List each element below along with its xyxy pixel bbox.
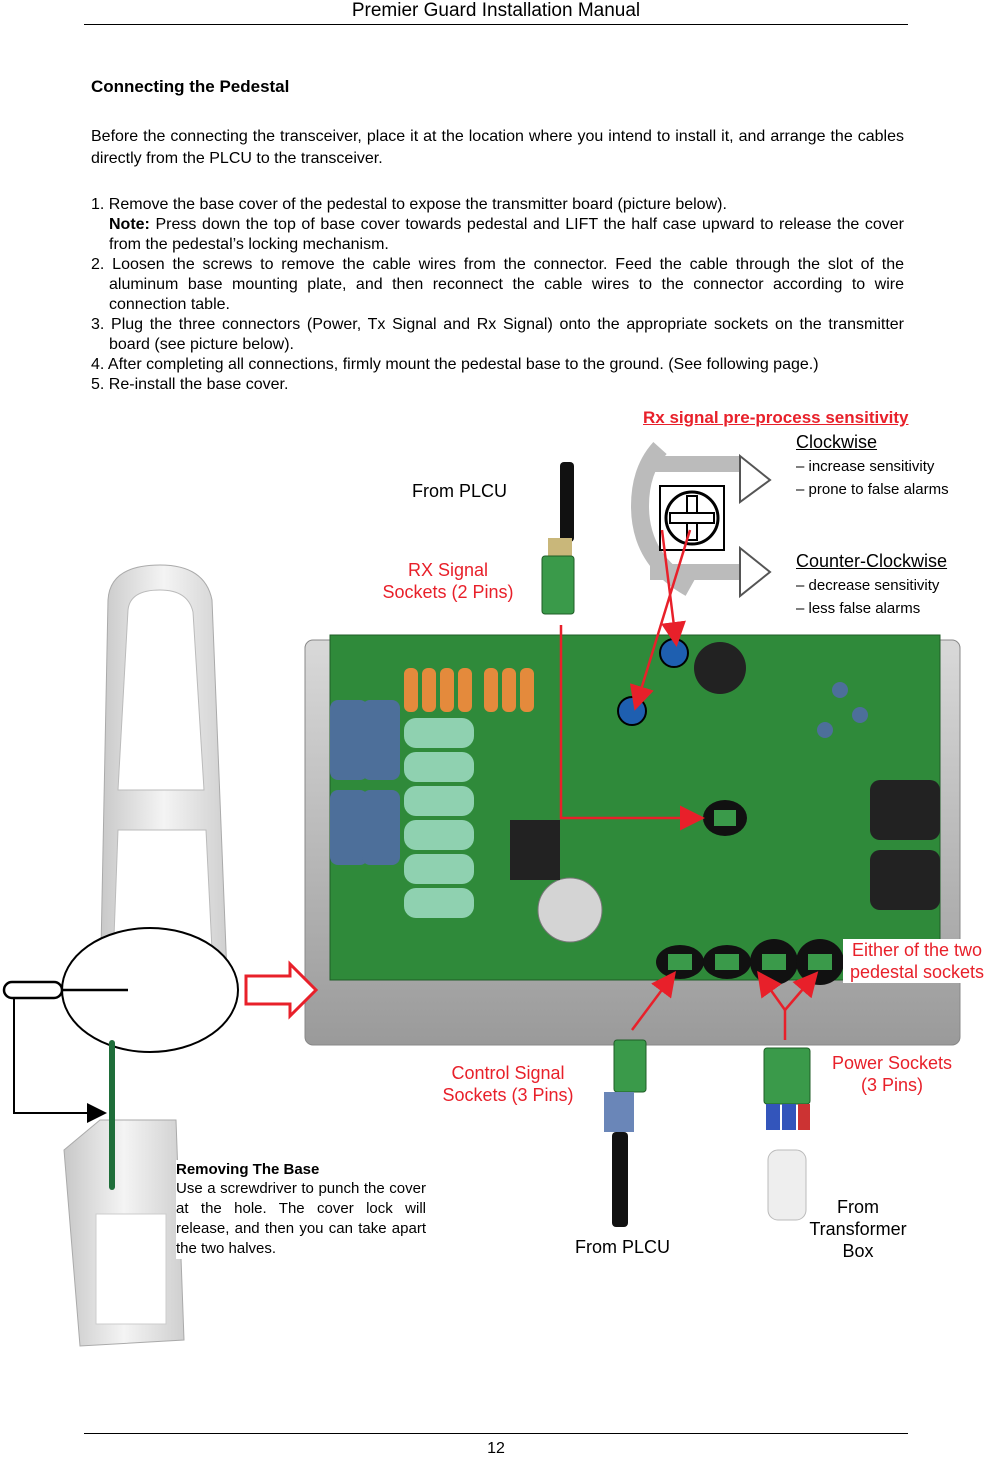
transformer-line3: Box (842, 1241, 874, 1261)
rx-signal-cable (541, 462, 575, 615)
page-header: Premier Guard Installation Manual (351, 0, 641, 21)
rotation-diagram (630, 441, 772, 599)
rx-signal-line2: Sockets (2 Pins) (382, 582, 514, 602)
either-line1: Either of the two (851, 940, 983, 960)
clockwise-item-2: – prone to false alarms (796, 481, 949, 498)
removing-base-box: Removing The Base Use a screwdriver to p… (176, 1160, 426, 1259)
header-rule (84, 24, 908, 25)
step-2: 2. Loosen the screws to remove the cable… (91, 256, 904, 313)
label-from-plcu-bottom: From PLCU (575, 1237, 671, 1257)
steps-list: 1. Remove the base cover of the pedestal… (91, 195, 904, 395)
control-signal-cable (604, 1039, 647, 1227)
label-from-transformer: From Transformer Box (800, 1196, 916, 1262)
hollow-arrow (244, 960, 319, 1020)
clockwise-item-1: – increase sensitivity (796, 458, 935, 475)
label-counter-clockwise: Counter-Clockwise (796, 551, 948, 571)
transformer-line1: From (837, 1197, 879, 1217)
transformer-line2: Transformer (809, 1219, 907, 1239)
removing-base-title: Removing The Base (176, 1161, 320, 1178)
base-half-illustration (63, 1040, 185, 1347)
board-components (330, 642, 940, 943)
footer-rule (84, 1433, 908, 1434)
intro-paragraph: Before the connecting the transceiver, p… (91, 128, 904, 167)
note-text: Press down the top of base cover towards… (109, 216, 905, 253)
step-3: 3. Plug the three connectors (Power, Tx … (91, 316, 904, 353)
label-power-sockets: Power Sockets (3 Pins) (818, 1052, 966, 1096)
sensitivity-title: Rx signal pre-process sensitivity (643, 408, 909, 427)
step-1: 1. Remove the base cover of the pedestal… (91, 196, 727, 213)
either-line2: pedestal sockets (849, 962, 985, 982)
lock-hole (2, 980, 64, 1000)
section-title: Connecting the Pedestal (91, 77, 290, 96)
power-cable (763, 1047, 811, 1221)
counter-item-1: – decrease sensitivity (796, 577, 940, 594)
page-number: 12 (487, 1440, 505, 1457)
control-line2: Sockets (3 Pins) (442, 1085, 574, 1105)
power-line2: (3 Pins) (860, 1075, 923, 1095)
step-4: 4. After completing all connections, fir… (91, 356, 819, 373)
screwdriver (109, 1040, 115, 1190)
step-1-note: Note: Press down the top of base cover t… (91, 215, 904, 255)
label-rx-signal: RX Signal Sockets (2 Pins) (373, 559, 523, 603)
control-line1: Control Signal (451, 1063, 565, 1083)
label-either-sockets: Either of the two pedestal sockets (843, 939, 991, 983)
note-label: Note: (109, 216, 150, 233)
label-from-plcu-top: From PLCU (412, 481, 508, 501)
rx-signal-line1: RX Signal (407, 560, 489, 580)
sensitivity-pot-1 (659, 638, 689, 668)
step-5: 5. Re-install the base cover. (91, 376, 289, 393)
sensitivity-pot-2 (617, 696, 647, 726)
label-clockwise: Clockwise (796, 432, 878, 452)
removing-base-text: Use a screwdriver to punch the cover at … (176, 1180, 426, 1257)
label-control-signal: Control Signal Sockets (3 Pins) (432, 1062, 584, 1106)
power-line1: Power Sockets (831, 1053, 953, 1073)
counter-item-2: – less false alarms (796, 600, 921, 617)
